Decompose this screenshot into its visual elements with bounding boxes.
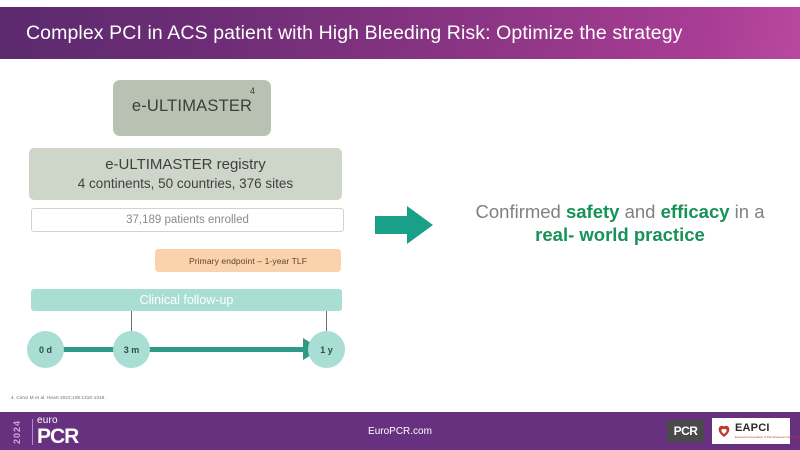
eapci-name: EAPCI	[735, 422, 770, 435]
registry-subtitle: 4 continents, 50 countries, 376 sites	[77, 176, 294, 191]
page-title: Complex PCI in ACS patient with High Ble…	[26, 21, 683, 44]
conclusion-post: in a	[729, 201, 765, 222]
timeline-node-1y: 1 y	[308, 331, 345, 368]
timeline-line	[55, 347, 317, 352]
right-arrow-icon	[375, 206, 433, 244]
footer-bar: 2024 euro PCR EuroPCR.com	[0, 412, 800, 450]
clinical-followup-bar: Clinical follow-up	[31, 289, 342, 311]
reference-footnote: 4. Cimci M et al. Heart 2022;108:1310-13…	[11, 395, 106, 400]
logo-divider	[32, 418, 33, 445]
conclusion-highlight-efficacy: efficacy	[660, 201, 730, 222]
logo-pcr-text: PCR	[37, 425, 79, 448]
registry-box: e-ULTIMASTER registry 4 continents, 50 c…	[29, 148, 342, 200]
conclusion-pre: Confirmed	[475, 201, 566, 222]
eapci-badge: EAPCI European Association of Percutaneo…	[712, 418, 800, 444]
conclusion-mid: and	[619, 201, 661, 222]
ultimaster-chip-reference-superscript: 4	[249, 86, 255, 96]
eapci-subtitle: European Association of Percutaneous Car…	[735, 435, 800, 440]
timeline-node-1y-label: 1 y	[320, 344, 333, 355]
patients-enrolled-label: 37,189 patients enrolled	[126, 214, 249, 226]
patients-enrolled-box: 37,189 patients enrolled	[31, 208, 344, 232]
footer-website: EuroPCR.com	[368, 426, 432, 437]
timeline-node-0d-label: 0 d	[38, 344, 52, 355]
primary-endpoint-box: Primary endpoint – 1-year TLF	[155, 249, 341, 272]
pcr-badge: PCR	[667, 420, 704, 442]
timeline-tick-1y	[326, 311, 327, 337]
timeline-node-3m: 3 m	[113, 331, 150, 368]
registry-title: e-ULTIMASTER registry	[105, 156, 266, 173]
europcr-logo: 2024 euro PCR	[8, 415, 86, 448]
clinical-followup-label: Clinical follow-up	[139, 293, 234, 307]
logo-euro-text: euro	[37, 415, 58, 426]
conclusion-highlight-safety: safety	[565, 201, 620, 222]
timeline-node-3m-label: 3 m	[123, 344, 140, 355]
conclusion-highlight-real-world: real- world practice	[535, 224, 705, 245]
ultimaster-chip-label: e-ULTIMASTER	[131, 97, 253, 115]
timeline-node-0d: 0 d	[27, 331, 64, 368]
heart-icon	[718, 425, 730, 437]
slide-title-bar: Complex PCI in ACS patient with High Ble…	[0, 7, 800, 59]
primary-endpoint-label: Primary endpoint – 1-year TLF	[188, 255, 307, 266]
ultimaster-chip: e-ULTIMASTER 4	[113, 80, 271, 136]
conclusion-text: Confirmed safety and efficacy in a real-…	[452, 200, 788, 246]
timeline-tick-3m	[131, 311, 132, 337]
